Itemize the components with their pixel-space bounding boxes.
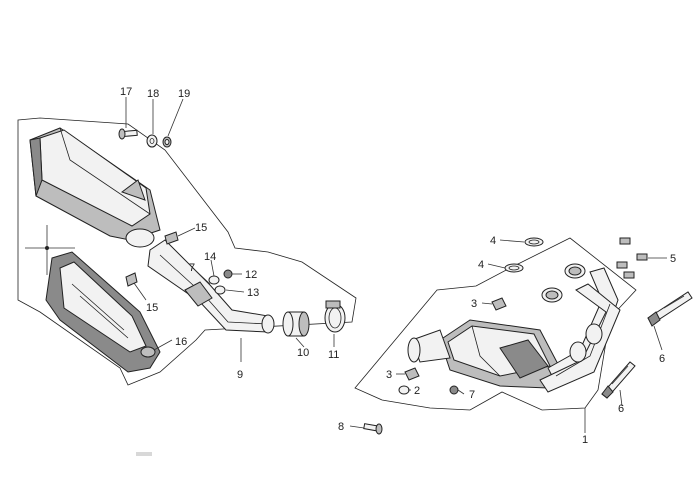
muffler-group: [17, 117, 357, 386]
clamp-11: [324, 300, 346, 333]
callout-7-right: 7: [469, 389, 475, 401]
gasket-10: [282, 311, 310, 337]
callout-labels: 17 18 19 15 15 7 14 12 13 16 9 10 11 4 4…: [120, 86, 676, 446]
callout-9: 9: [237, 369, 243, 381]
callout-11: 11: [328, 349, 339, 361]
header-group: [354, 237, 693, 411]
nut-12: [223, 269, 233, 279]
callout-1: 1: [582, 434, 588, 446]
grommet-3-lower: [404, 367, 420, 381]
callout-14: 14: [204, 251, 216, 263]
bolt-2: [398, 385, 410, 395]
callout-10: 10: [297, 347, 309, 359]
muffler-group-boundary: [17, 117, 357, 386]
collector-body: [407, 319, 561, 389]
callout-16: 16: [175, 336, 187, 348]
callout-5: 5: [670, 253, 676, 265]
callout-15-lower: 15: [146, 302, 158, 314]
muffler-silencer: [29, 127, 161, 248]
crosshair-mark: [25, 225, 75, 275]
callout-7-left: 7: [189, 262, 195, 274]
link-pipe: [147, 239, 275, 334]
callout-6-upper: 6: [659, 353, 665, 365]
rubber-mount-15-upper: [164, 231, 179, 245]
nuts-5: [616, 237, 648, 279]
washer-14: [208, 275, 220, 285]
callout-13: 13: [247, 287, 259, 299]
oxygen-sensor-6-upper: [647, 291, 693, 327]
callout-3-lower: 3: [386, 369, 392, 381]
bolt-7: [449, 385, 459, 395]
callout-19: 19: [178, 88, 190, 100]
callout-6-lower: 6: [618, 403, 624, 415]
gasket-4-lower: [504, 263, 524, 273]
heat-shield: [45, 251, 161, 373]
callout-17: 17: [120, 86, 132, 98]
callout-3-upper: 3: [471, 298, 477, 310]
callout-4-upper: 4: [490, 235, 496, 247]
callout-4-lower: 4: [478, 259, 484, 271]
header-group-boundary: [354, 237, 637, 411]
oxygen-sensor-6-lower: [601, 361, 636, 399]
bolt-17: [118, 128, 138, 140]
bolt-8: [363, 423, 383, 435]
washer-13: [214, 285, 226, 295]
callout-8: 8: [338, 421, 344, 433]
header-pipes: [539, 263, 621, 393]
grommet-3-upper: [491, 297, 507, 311]
rubber-mount-15-lower: [125, 272, 138, 287]
callout-15-upper: 15: [195, 222, 207, 234]
footer-mark: [136, 452, 152, 456]
washer-18: [146, 134, 158, 148]
nut-19: [162, 136, 172, 148]
callout-2: 2: [414, 385, 420, 397]
gasket-4-upper: [524, 237, 544, 247]
callout-18: 18: [147, 88, 159, 100]
leader-lines: [125, 97, 667, 433]
callout-12: 12: [245, 269, 257, 281]
